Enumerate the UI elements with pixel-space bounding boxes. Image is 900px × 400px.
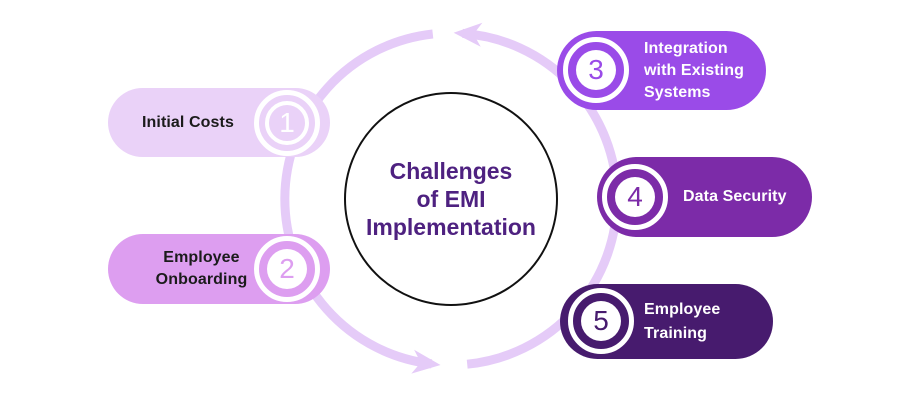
pill-label-integration-existing-systems: Integration with Existing Systems: [644, 31, 769, 110]
step-badge-3: 3: [563, 37, 629, 103]
step-badge-1: 1: [254, 90, 320, 156]
label-line: Initial Costs: [142, 113, 234, 131]
pill-label-initial-costs: Initial Costs: [118, 88, 258, 157]
step-badge-2: 2: [254, 236, 320, 302]
label-line: Integration: [644, 39, 728, 57]
cycle-arc-left-with-bottom-arrow-icon: [280, 29, 441, 374]
step-number: 2: [267, 249, 307, 289]
pill-label-employee-onboarding: Employee Onboarding: [124, 234, 279, 304]
step-badge-4: 4: [602, 164, 668, 230]
label-line: Data Security: [683, 188, 787, 205]
label-line: Systems: [644, 83, 711, 101]
label-line: Training: [644, 324, 708, 342]
label-line: Onboarding: [155, 271, 248, 288]
step-number: 5: [581, 301, 621, 341]
pill-label-employee-training: Employee Training: [644, 284, 769, 359]
page-title-line: Implementation: [366, 214, 536, 240]
page-title-line: Challenges: [389, 158, 513, 184]
page-title-line: of EMI: [416, 186, 486, 212]
label-line: with Existing: [644, 61, 744, 79]
step-number: 1: [265, 101, 309, 145]
step-badge-5: 5: [568, 288, 634, 354]
step-number: 4: [615, 177, 655, 217]
label-line: Employee: [163, 249, 240, 266]
pill-label-data-security: Data Security: [683, 157, 808, 237]
center-title-circle: Challenges of EMI Implementation: [344, 92, 558, 306]
step-number: 3: [576, 50, 616, 90]
label-line: Employee: [644, 300, 721, 318]
